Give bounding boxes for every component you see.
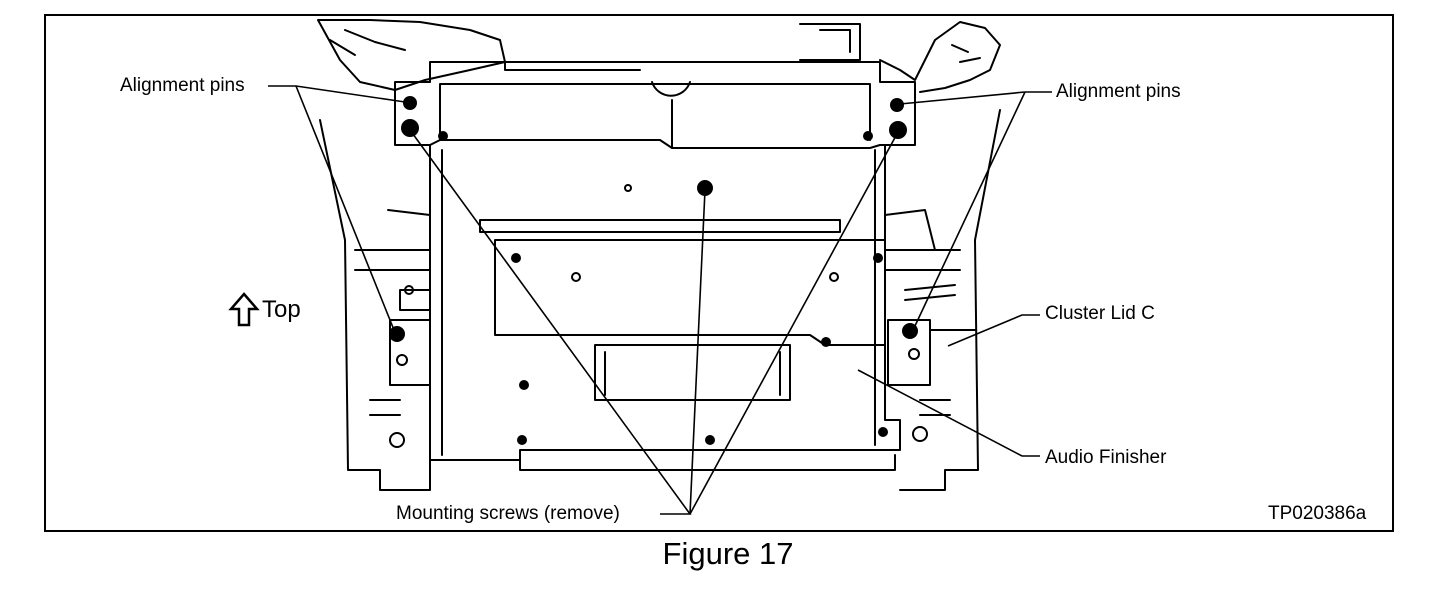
hand-right bbox=[879, 21, 1001, 93]
screw-icon bbox=[863, 131, 873, 141]
screw-icon bbox=[697, 180, 713, 196]
hand-left bbox=[317, 19, 506, 91]
label-alignment-pins-left: Alignment pins bbox=[120, 75, 245, 96]
leader-audio-finisher bbox=[857, 369, 1040, 457]
figure-frame bbox=[44, 14, 1394, 532]
leader-mounting-screws bbox=[409, 129, 692, 515]
leader-cluster-lid bbox=[947, 314, 1040, 347]
label-cluster-lid: Cluster Lid C bbox=[1045, 303, 1155, 324]
figure-code: TP020386a bbox=[1268, 503, 1367, 524]
screw-icon bbox=[389, 326, 405, 342]
figure-caption: Figure 17 bbox=[662, 536, 794, 571]
top-label: Top bbox=[262, 296, 301, 323]
label-alignment-pins-right: Alignment pins bbox=[1056, 81, 1181, 102]
leader-alignment-right bbox=[899, 91, 1052, 105]
up-arrow-icon bbox=[228, 292, 260, 327]
screw-icon bbox=[403, 96, 417, 110]
screw-icon bbox=[890, 98, 904, 112]
screw-icon bbox=[438, 131, 448, 141]
screw-icon bbox=[401, 119, 419, 137]
main-unit bbox=[429, 144, 901, 461]
left-side-panel bbox=[319, 119, 431, 491]
label-mounting-screws: Mounting screws (remove) bbox=[396, 503, 620, 524]
label-audio-finisher: Audio Finisher bbox=[1045, 447, 1167, 468]
top-indicator: Top bbox=[228, 292, 301, 328]
upper-bracket bbox=[394, 61, 916, 149]
right-side-panel bbox=[899, 109, 1001, 491]
screw-icon bbox=[889, 121, 907, 139]
